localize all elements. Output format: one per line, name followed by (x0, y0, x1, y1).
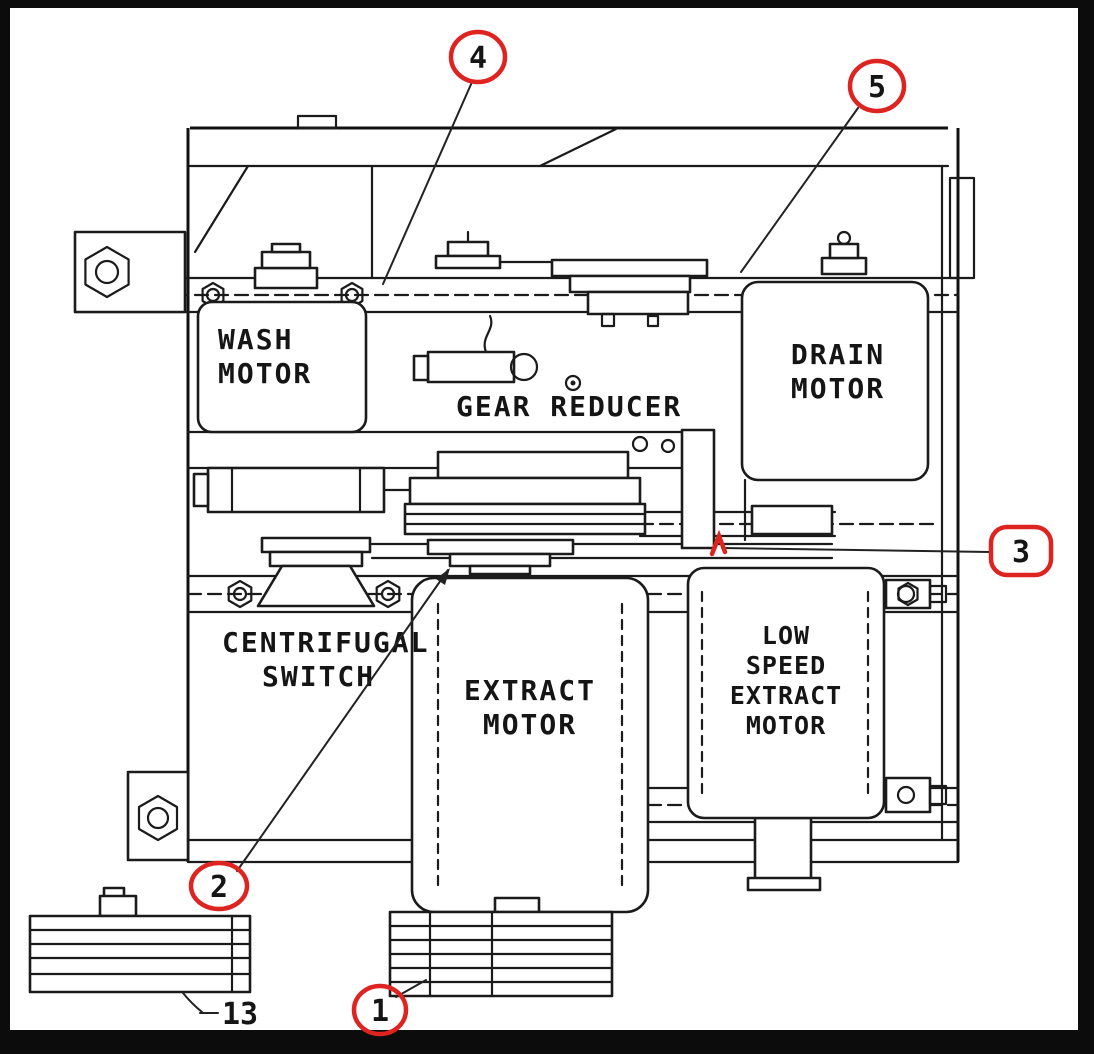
callout-4: 4 (448, 29, 508, 85)
centrifugal-switch-label-2: SWITCH (262, 660, 375, 693)
callout-13: 13 (222, 997, 258, 1032)
gear-reducer-label: GEAR REDUCER (456, 390, 682, 423)
low-speed-motor-pedestal (746, 816, 822, 892)
low-speed-label-4: MOTOR (746, 711, 826, 740)
drain-motor-box (740, 280, 930, 482)
low-speed-label-1: LOW (762, 621, 810, 650)
callout-2-number: 2 (210, 870, 228, 905)
wash-motor-label-1: WASH (218, 323, 293, 356)
callout-5: 5 (847, 58, 907, 114)
right-rail-bracket-mid (884, 578, 948, 610)
idler-pulley-left (28, 886, 252, 994)
centrifugal-switch-label-1: CENTRIFUGAL (222, 626, 429, 659)
callout-2: 2 (188, 860, 250, 912)
callout-1-number: 1 (371, 994, 389, 1029)
callout-4-number: 4 (469, 41, 487, 76)
mount-bracket-top-left (73, 230, 187, 314)
extract-motor-box (410, 576, 650, 914)
wash-motor-mount (253, 242, 319, 290)
right-rail-bracket-low (884, 776, 948, 814)
callout-13-number: 13 (222, 997, 258, 1032)
top-shaft-assembly (550, 258, 709, 328)
callout-1: 1 (351, 983, 409, 1037)
low-speed-label-3: EXTRACT (730, 681, 842, 710)
solenoid-valve (434, 230, 558, 270)
wash-motor-label-2: MOTOR (218, 357, 312, 390)
drain-motor-label-2: MOTOR (791, 372, 885, 405)
center-shaft-assembly (403, 428, 834, 550)
leader-lines (182, 81, 991, 1014)
low-speed-label-2: SPEED (746, 651, 826, 680)
extract-motor-pulley (426, 538, 575, 576)
callout-3: 3 (709, 524, 1054, 578)
low-speed-extract-motor-box (686, 566, 886, 820)
wash-motor-box (196, 300, 368, 434)
callout-3-number: 3 (1012, 535, 1030, 570)
mount-bracket-bottom-left (126, 770, 190, 862)
extract-motor-label-2: MOTOR (483, 708, 577, 741)
callout-5-number: 5 (868, 70, 886, 105)
centrifugal-switch-assembly (256, 536, 376, 608)
drain-motor-mount (820, 230, 868, 276)
extract-motor-label-1: EXTRACT (464, 674, 596, 707)
drain-motor-label-1: DRAIN (791, 338, 885, 371)
component-labels: WASH MOTOR DRAIN MOTOR GEAR REDUCER CENT… (218, 323, 885, 741)
gear-reducer-assembly (412, 314, 582, 392)
drive-pulley-center (388, 896, 614, 998)
rail-bolts (201, 281, 676, 609)
